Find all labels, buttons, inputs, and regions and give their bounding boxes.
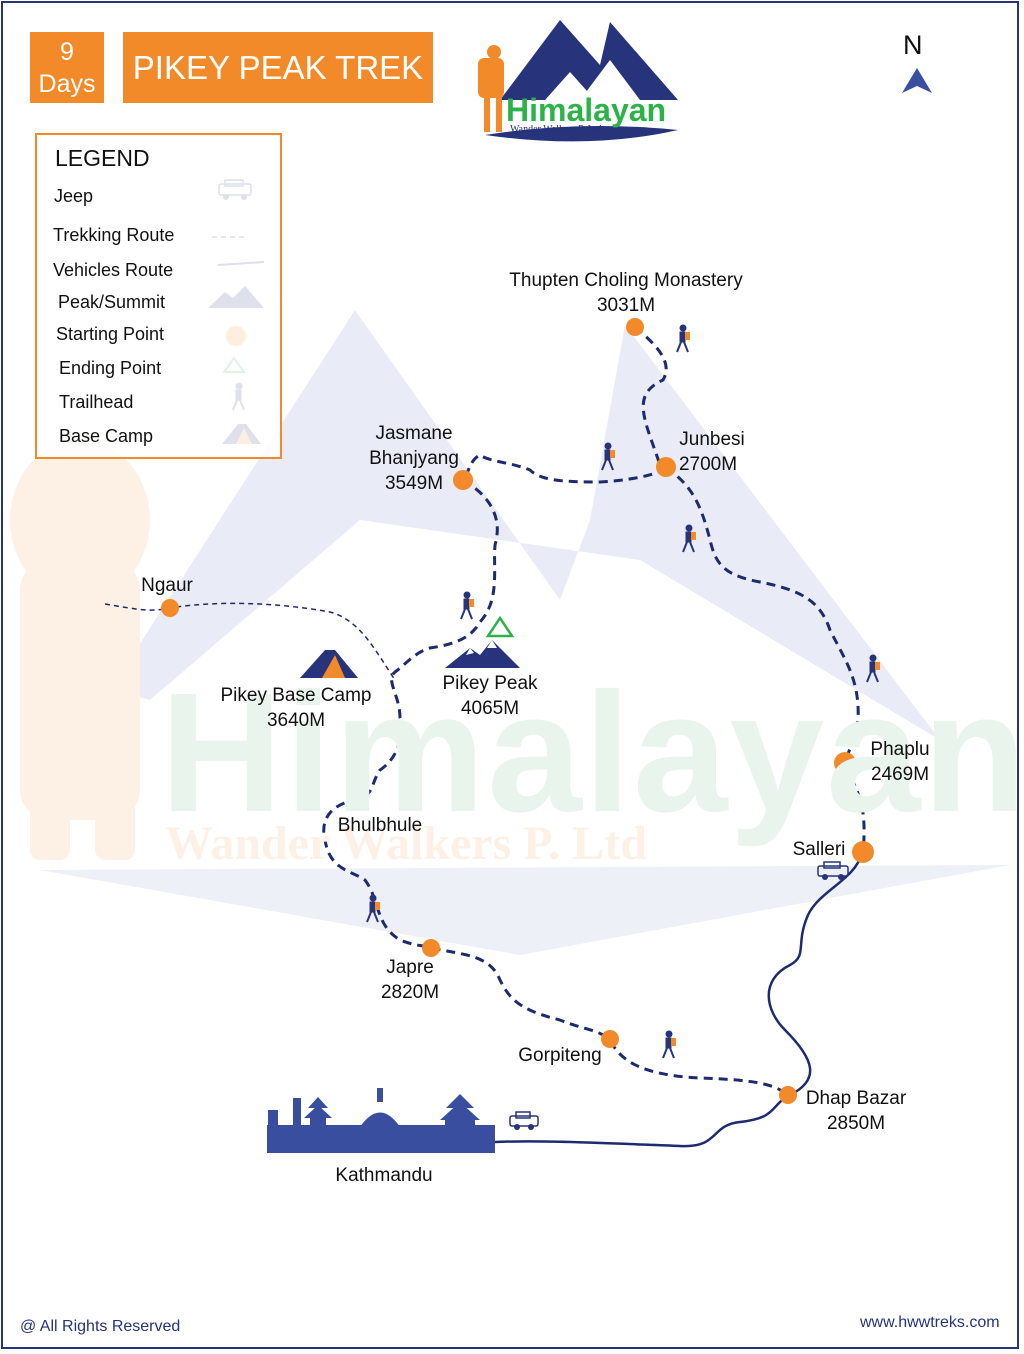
trailhead-icons: [366, 324, 880, 1059]
legend-label-ending-point: Ending Point: [59, 358, 162, 378]
logo-name: Himalayan: [506, 92, 667, 128]
place-name-line1: Jasmane: [375, 423, 453, 444]
days-badge: 9 Days: [30, 32, 104, 103]
legend-label-starting-point: Starting Point: [56, 324, 165, 344]
phaplu-dot: [834, 752, 856, 774]
place-altitude: 2469M: [870, 764, 930, 785]
place-pikey-base-camp: Pikey Base Camp 3640M: [206, 683, 386, 733]
thupten-dot: [626, 318, 644, 336]
peak-mountain-icon: [445, 640, 520, 668]
place-altitude: 2850M: [826, 1113, 886, 1134]
ngaur-route: [104, 602, 396, 681]
hiker-icon: [676, 324, 690, 353]
place-name: Ngaur: [141, 575, 193, 596]
legend-label-base-camp: Base Camp: [59, 426, 154, 446]
legend-label-peak: Peak/Summit: [58, 292, 166, 312]
website-link[interactable]: www.hwwtreks.com: [860, 1314, 1000, 1331]
place-name: Junbesi: [679, 429, 745, 450]
north-label: N: [903, 30, 923, 60]
legend-label-trailhead: Trailhead: [59, 392, 134, 412]
salleri-dot: [852, 841, 874, 863]
place-pikey-peak: Pikey Peak 4065M: [430, 671, 550, 721]
jeep-icon: [509, 1111, 539, 1130]
kathmandu-skyline-icon: [267, 1088, 495, 1153]
base-camp-tent-icon: [300, 650, 358, 678]
place-altitude: 3640M: [266, 710, 326, 731]
place-name: Phaplu: [870, 739, 930, 760]
jeep-icon: [817, 861, 849, 880]
place-thupten: Thupten Choling Monastery 3031M: [500, 268, 752, 318]
place-junbesi: Junbesi 2700M: [672, 427, 752, 477]
place-name: Pikey Peak: [442, 673, 538, 694]
jasmane-dot: [453, 470, 473, 490]
vehicle-route: [494, 852, 864, 1148]
place-name: Bhulbhule: [337, 815, 423, 836]
days-number: 9: [60, 38, 74, 66]
background-mountains: [40, 310, 1010, 955]
place-bhulbhule: Bhulbhule: [330, 813, 430, 838]
hiker-icon: [866, 654, 880, 683]
trek-title: PIKEY PEAK TREK: [123, 32, 433, 103]
hiker-icon: [366, 894, 380, 923]
waypoint-dots: [161, 318, 874, 1104]
trekking-route: [322, 325, 866, 1097]
place-phaplu: Phaplu 2469M: [862, 737, 938, 787]
place-jasmane: Jasmane Bhanjyang 3549M: [354, 421, 474, 496]
place-name: Dhap Bazar: [805, 1088, 907, 1109]
place-kathmandu: Kathmandu: [324, 1163, 444, 1188]
copyright-text: @ All Rights Reserved: [20, 1318, 181, 1335]
place-altitude: 4065M: [460, 698, 520, 719]
japre-dot: [422, 939, 440, 957]
hiker-icon: [460, 591, 474, 620]
watermark-tagline: Wander Walkers P. Ltd: [165, 817, 647, 870]
hiker-icon: [601, 442, 615, 471]
north-arrow-icon: [902, 68, 932, 93]
place-name: Salleri: [792, 839, 846, 860]
days-word: Days: [38, 70, 96, 98]
ending-point-icon: [485, 615, 515, 638]
place-salleri: Salleri: [784, 837, 854, 862]
place-name-line2: Bhanjyang: [369, 448, 459, 469]
ngaur-dot: [161, 599, 179, 617]
logo-mountains-icon: [478, 20, 678, 142]
place-name: Japre: [386, 957, 434, 978]
place-altitude: 3549M: [384, 473, 444, 494]
hiker-icon: [662, 1030, 676, 1059]
place-name: Kathmandu: [335, 1165, 433, 1186]
gorpiteng-dot: [601, 1030, 619, 1048]
place-ngaur: Ngaur: [132, 573, 202, 598]
place-altitude: 3031M: [596, 295, 656, 316]
hiker-watermark: [10, 440, 150, 860]
place-name: Thupten Choling Monastery: [509, 270, 743, 291]
place-altitude: 2700M: [678, 454, 738, 475]
legend-label-jeep: Jeep: [54, 186, 94, 206]
legend-title: LEGEND: [55, 145, 150, 171]
junbesi-dot: [656, 457, 676, 477]
dhap-bazar-dot: [779, 1086, 797, 1104]
place-altitude: 2820M: [380, 982, 440, 1003]
legend-label-vehicles-route: Vehicles Route: [53, 260, 174, 280]
bhulbhule-dot: [346, 791, 364, 809]
place-dhap-bazar: Dhap Bazar 2850M: [796, 1086, 916, 1136]
place-name: Gorpiteng: [518, 1045, 602, 1066]
legend-panel: LEGEND: [35, 133, 282, 459]
place-gorpiteng: Gorpiteng: [508, 1043, 612, 1068]
watermark-name: Himalayan: [160, 658, 1024, 848]
place-japre: Japre 2820M: [370, 955, 450, 1005]
logo-tagline: Wander Walkers P. Ltd: [510, 124, 602, 135]
place-name: Pikey Base Camp: [220, 685, 372, 706]
hiker-icon: [682, 524, 696, 553]
legend-label-trekking-route: Trekking Route: [53, 225, 175, 245]
